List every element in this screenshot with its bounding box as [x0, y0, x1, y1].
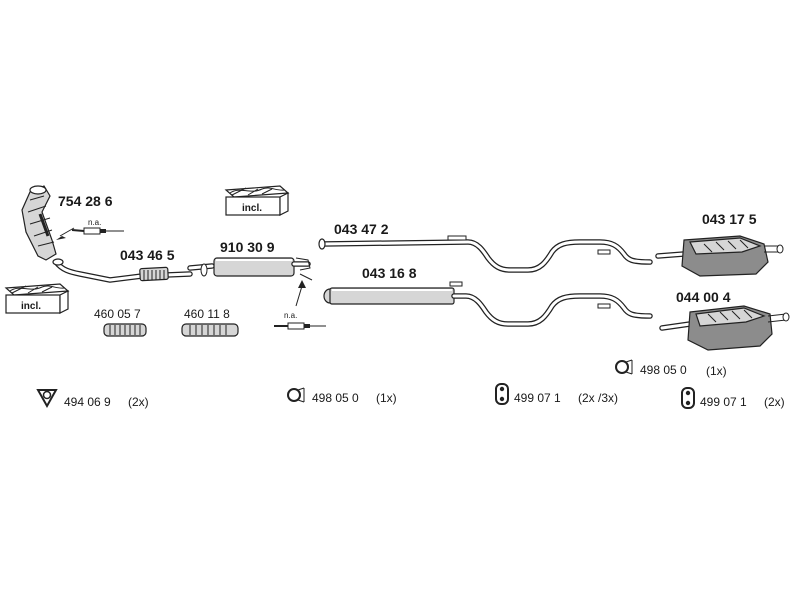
part-number-catalyst: 754 28 6 — [58, 193, 113, 209]
incl-box-top: incl. — [224, 185, 290, 216]
gasket-qty: (2x) — [128, 395, 149, 409]
part-number-middle-pipe-upper: 043 47 2 — [334, 221, 389, 237]
gasket-number: 494 06 9 — [64, 395, 111, 409]
clamp-icon — [287, 387, 305, 403]
na-label-2: n.a. — [284, 311, 297, 320]
gasket-icon — [36, 389, 58, 409]
clamp-middle-number: 498 05 0 — [312, 391, 359, 405]
clamp-item-rear: 498 05 0 (1x) — [615, 359, 727, 378]
part-number-rear-silencer-upper: 043 17 5 — [702, 211, 757, 227]
rubber-hanger-icon — [495, 383, 509, 405]
part-number-front-pipe: 043 46 5 — [120, 247, 175, 263]
hanger-item-middle: 499 07 1 (2x /3x) — [495, 383, 618, 405]
incl-box-left: incl. — [4, 283, 70, 314]
incl-label-top: incl. — [242, 203, 262, 214]
clamp-rear-number: 498 05 0 — [640, 363, 687, 377]
middle-pipe-lower — [323, 281, 653, 327]
clamp-icon-rear — [615, 359, 633, 375]
part-number-flex-pipe-2: 460 11 8 — [184, 307, 230, 321]
clamp-middle-qty: (1x) — [376, 391, 397, 405]
catalytic-converter — [21, 185, 57, 261]
hanger-rear-qty: (2x) — [764, 395, 785, 409]
hanger-middle-number: 499 07 1 — [514, 391, 561, 405]
rubber-hanger-icon-rear — [681, 387, 695, 409]
na-label-1: n.a. — [88, 218, 101, 227]
part-number-rear-silencer-lower: 044 00 4 — [676, 289, 731, 305]
middle-pipe-upper — [318, 235, 653, 273]
incl-label-left: incl. — [21, 301, 41, 312]
flex-pipe-1 — [103, 323, 147, 337]
part-number-centre-silencer: 910 30 9 — [220, 239, 275, 255]
centre-silencer — [187, 257, 313, 281]
part-number-flex-pipe-1: 460 05 7 — [94, 307, 141, 321]
front-pipe — [52, 258, 193, 283]
flex-pipe-2 — [181, 323, 239, 337]
hanger-rear-number: 499 07 1 — [700, 395, 747, 409]
lambda-sensor-2: n.a. — [274, 280, 326, 330]
gasket-item: 494 06 9 (2x) — [36, 389, 149, 409]
hanger-item-rear: 499 07 1 (2x) — [681, 387, 785, 409]
rear-silencer-upper — [655, 235, 784, 277]
part-number-middle-pipe-lower: 043 16 8 — [362, 265, 417, 281]
hanger-middle-qty: (2x /3x) — [578, 391, 618, 405]
rear-silencer-lower — [659, 305, 790, 351]
lambda-sensor-1: n.a. — [56, 218, 124, 240]
clamp-item-middle: 498 05 0 (1x) — [287, 387, 397, 405]
clamp-rear-qty: (1x) — [706, 364, 727, 378]
